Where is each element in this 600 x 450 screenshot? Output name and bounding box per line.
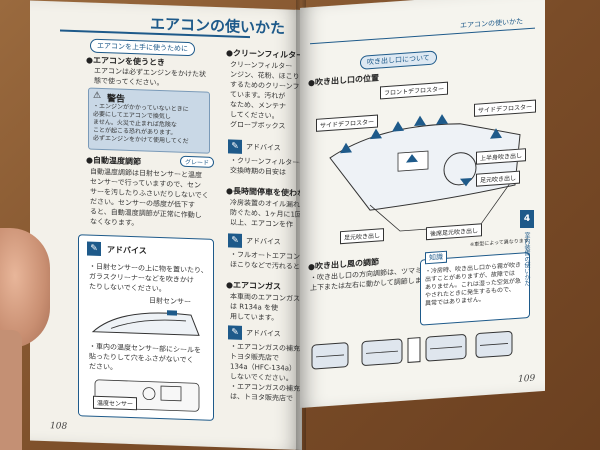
- advice-icon: ✎: [87, 241, 101, 256]
- filter-line-7: グローブボックス: [230, 120, 286, 131]
- chapter-tab: 4: [520, 210, 534, 228]
- section1-line-2: 態で使ってください。: [94, 76, 164, 88]
- chapter-side-label: 室内装備の使いかた: [523, 232, 530, 286]
- filter-advice-line-2: 交換時期の目安は: [230, 166, 286, 177]
- right-page: エアコンの使いかた 吹き出し口について ●吹き出し口の位置 フロントデフロスター…: [300, 0, 545, 409]
- auto-advice-icon: ✎: [228, 233, 242, 248]
- tip-pill: エアコンを上手に使うために: [90, 38, 195, 57]
- advice-box: ✎ アドバイス ・日射センサーの上に物を置いたり、 ガラスクリーナーなどを吹きか…: [78, 234, 214, 421]
- advice-label: アドバイス: [107, 245, 147, 256]
- filter-advice-label: アドバイス: [246, 143, 281, 153]
- knowledge-box: 知識 ・冷房時、吹き出し口から霧が吹き 出すことがありますが、故障では ありませ…: [420, 250, 530, 326]
- right-page-number: 109: [518, 373, 536, 385]
- section2-line-6: なくなります。: [90, 217, 139, 228]
- warning-icon: ⚠: [93, 90, 102, 101]
- gas-heading: ●エアコンガス: [226, 280, 281, 292]
- long-stop-line-3: 以上、エアコンを作: [230, 218, 293, 229]
- knowledge-label: 知識: [425, 250, 447, 265]
- advice-line-3: たりしないでください。: [89, 282, 166, 294]
- advice2-line-3: ださい。: [89, 362, 117, 372]
- left-page: エアコンの使いかた エアコンを上手に使うために ●エアコンを使うとき エアコンは…: [30, 0, 314, 450]
- left-page-number: 108: [50, 421, 68, 432]
- note-small: ※車型によって異なります: [470, 238, 529, 249]
- hand-lower: [0, 330, 22, 450]
- auto-advice-line-2: ほこりなどで汚れると: [230, 260, 300, 271]
- gas-advice-label: アドバイス: [246, 329, 281, 339]
- foot-vent-left-callout: 足元吹き出し: [340, 228, 385, 245]
- header-rule: [310, 27, 535, 45]
- filter-advice-icon: ✎: [228, 139, 242, 154]
- vent-diagram: [329, 114, 521, 232]
- grade-badge: グレード: [180, 155, 215, 168]
- auto-advice-label: アドバイス: [246, 237, 281, 247]
- thumb: [0, 228, 50, 348]
- gas-advice-line-6: は、トヨタ販売店で: [230, 392, 293, 403]
- gas-advice-icon: ✎: [228, 325, 242, 340]
- section-pill: 吹き出し口について: [360, 50, 437, 70]
- gas-line-3: 用しています。: [230, 312, 279, 323]
- vent-grilles-illustration: [311, 330, 513, 370]
- warning-box: ⚠ 警告 ・エンジンがかかっていないときに 必要にしてエアコンで換気し ません。…: [88, 87, 210, 154]
- temp-sensor-label: 温度センサー: [93, 395, 138, 411]
- rear-foot-vent-callout: 後席足元吹き出し: [426, 223, 483, 241]
- dashboard-illustration: [91, 310, 200, 336]
- section2-heading: ●自動温度調節: [86, 155, 141, 167]
